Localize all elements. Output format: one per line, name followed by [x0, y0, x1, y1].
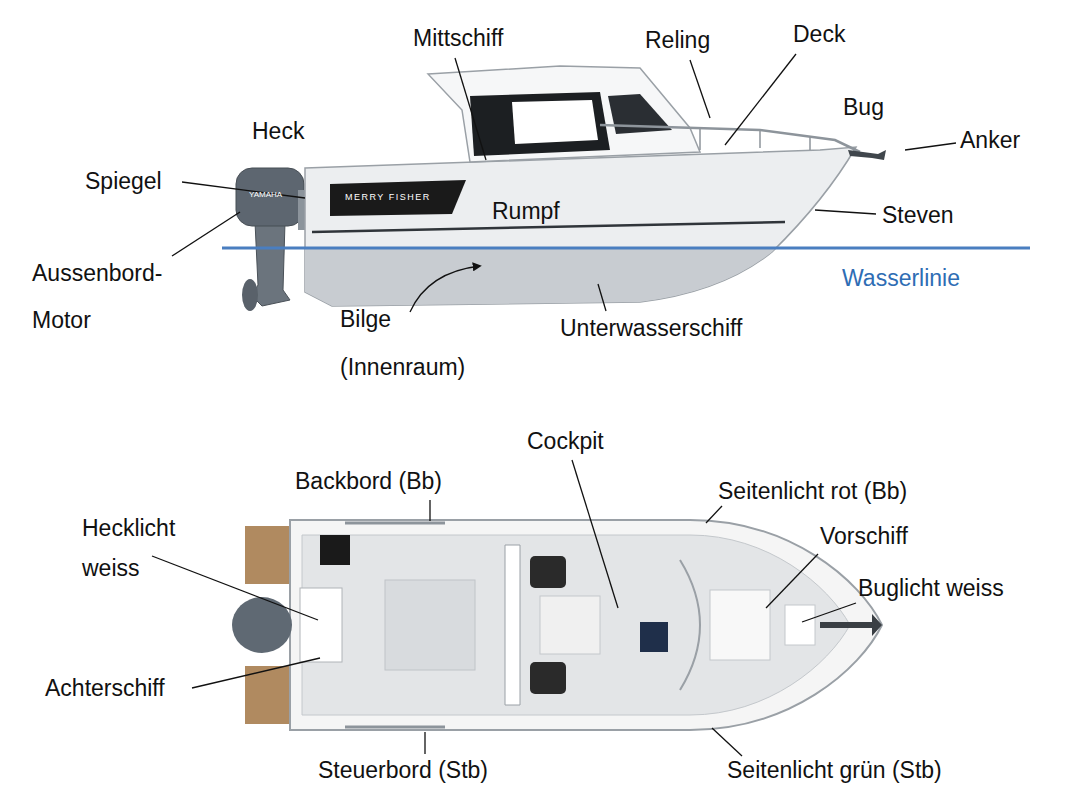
swim-platform: [245, 666, 295, 724]
part-name: Vorschiff: [820, 523, 908, 550]
cabin-window-pane: [512, 100, 598, 144]
top-view: [152, 460, 882, 756]
anchor-top: [820, 614, 882, 636]
part-name: Bilge (Innenraum): [340, 295, 490, 391]
part-name: Reling: [645, 27, 710, 54]
hatch: [320, 535, 350, 565]
cabin-bulkhead: [505, 545, 520, 705]
part-name: Anker: [960, 127, 1020, 154]
part-name: Hecklicht weiss: [82, 508, 202, 588]
transom-box: [300, 588, 342, 662]
console: [640, 622, 668, 652]
hull-top: [290, 520, 882, 730]
cabin: [428, 66, 700, 162]
part-name: Cockpit: [527, 428, 604, 455]
foredeck-seat: [710, 590, 770, 660]
anchor: [848, 150, 886, 160]
waterline: [222, 247, 1030, 250]
bow-locker: [785, 605, 815, 645]
brand-decal: MERRY FISHER: [345, 192, 431, 203]
leader-lines: [152, 460, 856, 756]
part-name: Deck: [793, 21, 845, 48]
part-name: Aussenbord- Motor: [32, 250, 182, 344]
deck-hatch: [385, 580, 475, 670]
part-name: Mittschiff: [413, 25, 503, 52]
part-name: Buglicht weiss: [858, 575, 1004, 602]
part-name: Steuerbord (Stb): [318, 757, 488, 784]
part-name: Achterschiff: [45, 675, 165, 702]
deck-top: [302, 535, 850, 715]
brand-decal: YAMAHA: [249, 190, 282, 200]
side-view: [172, 54, 1030, 318]
propeller: [242, 279, 258, 311]
cockpit-floor: [540, 596, 600, 654]
part-name: Steven: [882, 202, 954, 229]
waterline-label: Wasserlinie: [842, 265, 960, 292]
cabin-window: [470, 92, 610, 156]
windscreen-top: [680, 560, 700, 690]
part-name: Spiegel: [85, 168, 162, 195]
railing-posts: [700, 128, 810, 150]
part-name: Heck: [252, 118, 304, 145]
hull-decal: [330, 180, 466, 216]
seat: [530, 662, 566, 694]
part-name: Rumpf: [492, 198, 560, 225]
part-name: Backbord (Bb): [295, 468, 442, 495]
seat: [530, 556, 566, 588]
part-name: Bug: [843, 94, 884, 121]
part-name: Unterwasserschiff: [560, 315, 742, 342]
rails-top: [345, 523, 445, 727]
part-name: Seitenlicht rot (Bb): [718, 478, 907, 505]
swim-platform: [245, 526, 295, 584]
motor-top: [232, 597, 292, 653]
part-name: Seitenlicht grün (Stb): [727, 757, 942, 784]
leader-lines: [172, 54, 956, 312]
